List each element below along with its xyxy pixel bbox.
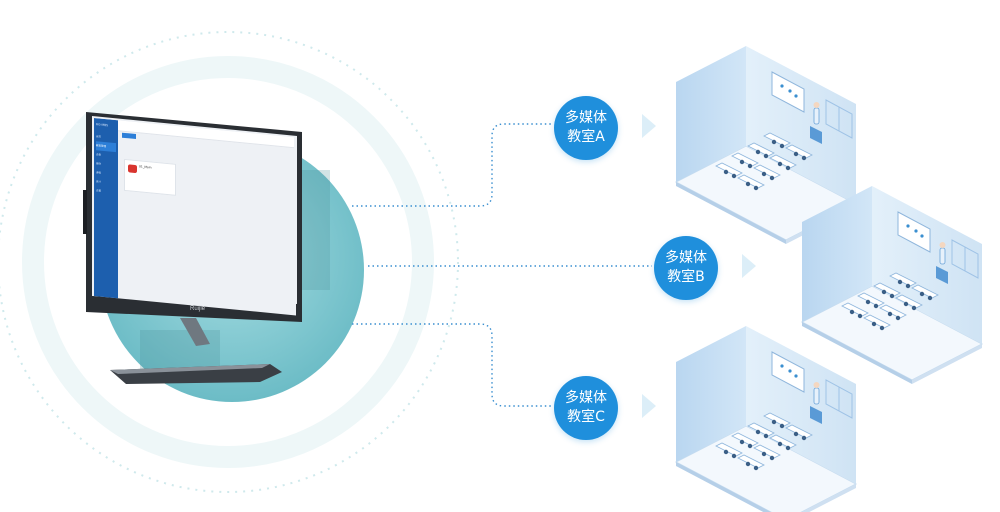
node-c-pointer-icon	[642, 394, 656, 418]
decorative-ring-inner	[22, 56, 434, 468]
connector-a	[352, 123, 552, 207]
monitor-stand	[110, 318, 282, 384]
monitor-nav: 首页 教室管理 设备 媒体 课程 统计 设置	[96, 132, 116, 197]
monitor-screen: RG-MBS 首页 教室管理 设备 媒体 课程 统计 设置 01_Main	[94, 118, 296, 316]
node-classroom-c[interactable]: 多媒体 教室C	[554, 376, 618, 440]
monitor-sidebar: RG-MBS 首页 教室管理 设备 媒体 课程 统计 设置	[94, 118, 118, 316]
classroom-c-illustration	[675, 325, 857, 512]
node-b-line1: 多媒体	[665, 250, 707, 266]
monitor-tab	[122, 132, 136, 140]
monitor-app-logo: RG-MBS	[96, 122, 108, 128]
connector-c	[352, 323, 552, 407]
node-b-line2: 教室B	[667, 269, 705, 285]
connectors	[352, 123, 652, 407]
monitor-brand: Ruijie	[190, 306, 206, 312]
monitor-card-icon	[128, 164, 137, 174]
node-c-line2: 教室C	[567, 409, 605, 425]
node-a-line1: 多媒体	[565, 110, 607, 126]
node-c-line1: 多媒体	[565, 390, 607, 406]
node-classroom-a[interactable]: 多媒体 教室A	[554, 96, 618, 160]
monitor-nav-item: 设置	[96, 189, 102, 193]
classroom-b-illustration	[801, 185, 983, 385]
node-a-pointer-icon	[642, 114, 656, 138]
node-b-pointer-icon	[742, 254, 756, 278]
monitor-card-title: 01_Main	[139, 164, 152, 170]
monitor-card: 01_Main	[124, 158, 176, 196]
node-a-line2: 教室A	[567, 129, 605, 145]
decorative-dashed-ring	[0, 31, 459, 493]
node-classroom-b[interactable]: 多媒体 教室B	[654, 236, 718, 300]
